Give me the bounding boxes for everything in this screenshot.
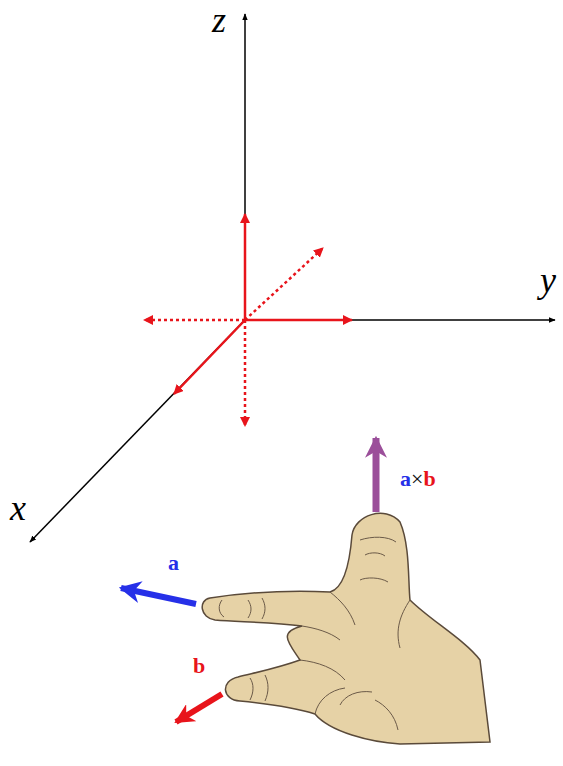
label-part: b — [423, 466, 435, 491]
cross-product-label: a×b — [400, 468, 436, 490]
axis-label: y — [540, 262, 556, 298]
dotted-vector — [245, 248, 323, 320]
x-axis — [30, 320, 245, 542]
cross-product-arrow — [373, 438, 380, 512]
unit-vector — [174, 320, 245, 394]
label-part: a — [400, 466, 411, 491]
hand-illustration — [202, 513, 490, 744]
unit-vector — [245, 319, 352, 322]
hand-creases — [219, 537, 410, 730]
vector-a-arrow — [121, 588, 196, 604]
unit-vector — [244, 214, 247, 320]
vector-label: a — [168, 552, 179, 574]
unit-vectors — [144, 214, 352, 426]
vector-label: b — [193, 655, 205, 677]
axis-label: x — [10, 490, 26, 526]
y-axis — [245, 319, 555, 321]
axis-label: z — [212, 2, 226, 38]
dotted-vector — [244, 320, 247, 426]
dotted-vector — [144, 319, 245, 322]
axes — [30, 14, 555, 542]
label-part: × — [411, 466, 423, 491]
vector-b-arrow — [176, 694, 222, 722]
z-axis — [244, 14, 246, 320]
hand-outline — [202, 513, 490, 744]
